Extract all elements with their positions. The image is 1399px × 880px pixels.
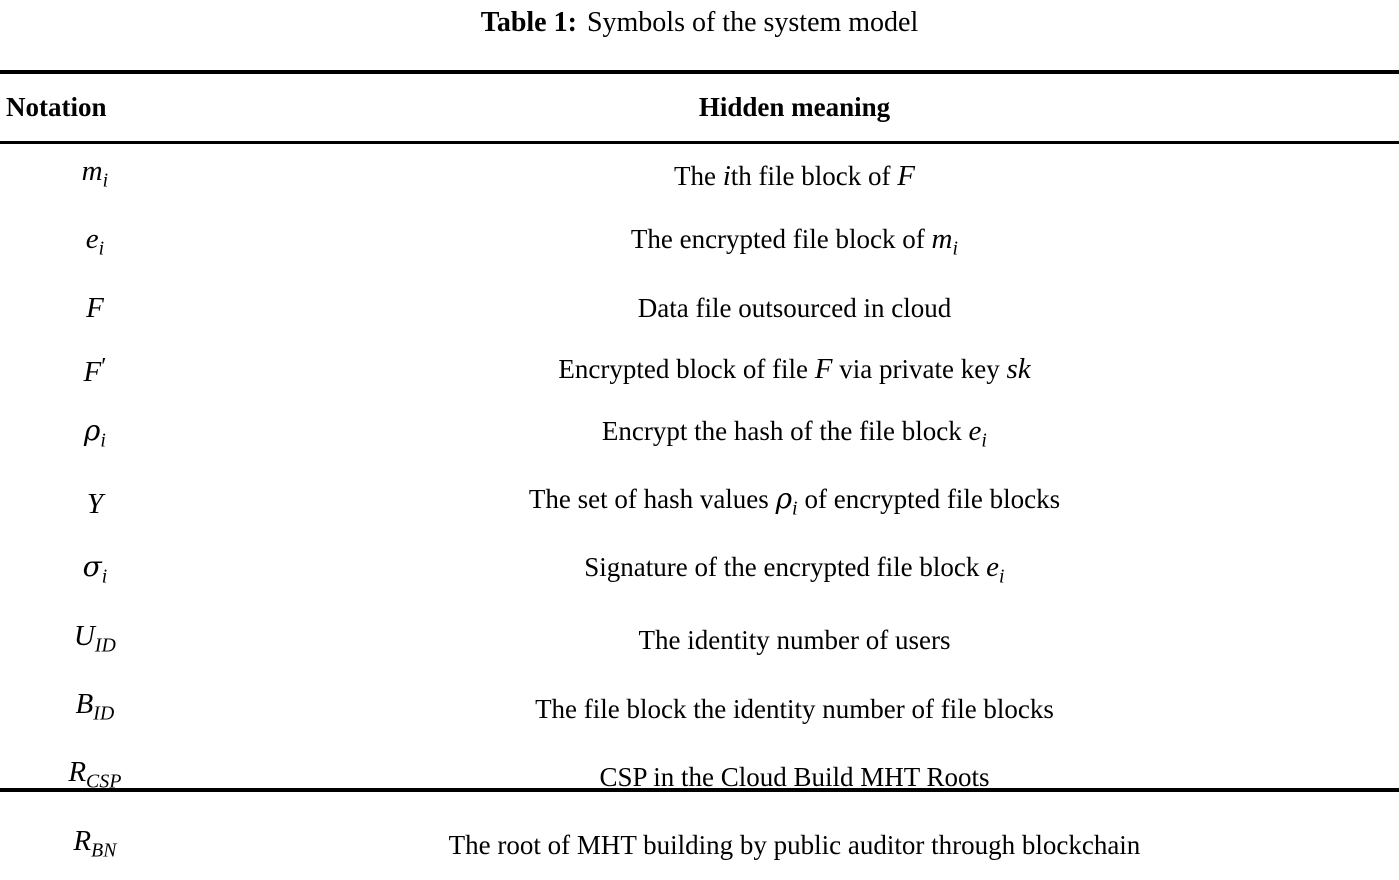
table-row: UID The identity number of users [0, 607, 1399, 675]
meaning-math: F [814, 353, 833, 386]
table-row: RCSP CSP in the Cloud Build MHT Roots [0, 743, 1399, 811]
table-caption: Table 1: Symbols of the system model [0, 4, 1399, 42]
meaning-cell: Signature of the encrypted file block ei [190, 538, 1399, 606]
table-row: ρi Encrypt the hash of the file block ei [0, 402, 1399, 470]
caption-label: Table 1: [480, 7, 577, 38]
notation-subscript: CSP [86, 770, 122, 793]
notation-base: σ [82, 550, 102, 584]
notation-base: m [81, 155, 103, 187]
table-header-row: Notation Hidden meaning [0, 76, 1399, 138]
caption-text: Symbols of the system model [586, 7, 919, 38]
notation-base: Y [86, 487, 104, 520]
table-bottom-rule [0, 788, 1399, 792]
meaning-math: ρ [775, 482, 793, 516]
notation-base: F [86, 291, 104, 324]
meaning-cell: The set of hash values ρi of encrypted f… [190, 470, 1399, 538]
notation-subscript: i [100, 429, 107, 452]
meaning-math-subscript: i [999, 565, 1005, 588]
meaning-part: The set of hash values [528, 484, 776, 515]
meaning-part: The root of MHT building by public audit… [448, 830, 1141, 861]
notation-base: F [83, 355, 102, 388]
meaning-part: The [674, 160, 723, 191]
table-row: BID The file block the identity number o… [0, 675, 1399, 743]
meaning-part: Encrypted block of file [558, 354, 815, 385]
notation-base: B [75, 687, 94, 720]
table-row: Y The set of hash values ρi of encrypted… [0, 470, 1399, 538]
meaning-cell: The encrypted file block of mi [190, 210, 1399, 278]
meaning-math: F [897, 159, 915, 192]
notation-cell: BID [0, 675, 190, 743]
notation-subscript: BN [91, 838, 117, 861]
meaning-cell: The root of MHT building by public audit… [190, 812, 1399, 880]
table-row: F′ Encrypted block of file F via private… [0, 338, 1399, 402]
meaning-part: of encrypted file blocks [797, 484, 1061, 515]
meaning-part: th file block of [730, 160, 898, 191]
meaning-part: The file block the identity number of fi… [535, 693, 1054, 724]
notation-base: e [85, 223, 99, 256]
notation-cell: Y [0, 470, 190, 538]
prime-mark: ′ [101, 353, 107, 380]
meaning-math: e [986, 551, 1000, 584]
meaning-cell: The file block the identity number of fi… [190, 675, 1399, 743]
table-top-rule [0, 70, 1399, 74]
notation-subscript: i [98, 237, 105, 260]
table-header-rule [0, 141, 1399, 144]
table-row: F Data file outsourced in cloud [0, 279, 1399, 338]
notation-subscript: ID [94, 633, 117, 656]
meaning-cell: CSP in the Cloud Build MHT Roots [190, 743, 1399, 811]
meaning-math-subscript: i [952, 237, 959, 260]
notation-subscript: ID [93, 702, 115, 725]
notation-cell: mi [0, 138, 190, 210]
meaning-part: via private key [832, 354, 1007, 385]
meaning-part: Encrypt the hash of the file block [601, 415, 969, 446]
notation-cell: σi [0, 538, 190, 606]
meaning-cell: The ith file block of F [190, 138, 1399, 210]
meaning-math: sk [1006, 353, 1031, 386]
notation-subscript: i [101, 565, 108, 588]
meaning-math: i [722, 159, 731, 192]
meaning-math-subscript: i [981, 429, 988, 452]
notation-cell: F [0, 279, 190, 338]
symbols-table: Notation Hidden meaning mi The ith file … [0, 76, 1399, 880]
table-figure: Table 1: Symbols of the system model Nota… [0, 4, 1399, 861]
notation-subscript: i [102, 169, 109, 192]
notation-cell: F′ [0, 338, 190, 402]
column-header-notation: Notation [6, 92, 107, 122]
meaning-cell: Data file outsourced in cloud [190, 279, 1399, 338]
notation-base: U [73, 619, 95, 652]
notation-cell: RBN [0, 812, 190, 880]
table-row: RBN The root of MHT building by public a… [0, 812, 1399, 880]
notation-base: R [73, 824, 92, 857]
meaning-math: e [968, 414, 982, 447]
table-row: ei The encrypted file block of mi [0, 210, 1399, 278]
meaning-part: The identity number of users [638, 625, 951, 656]
notation-base: ρ [83, 413, 101, 447]
notation-cell: ρi [0, 402, 190, 470]
meaning-cell: Encrypted block of file F via private ke… [190, 338, 1399, 402]
notation-cell: UID [0, 607, 190, 675]
notation-cell: RCSP [0, 743, 190, 811]
meaning-cell: Encrypt the hash of the file block ei [190, 402, 1399, 470]
meaning-cell: The identity number of users [190, 607, 1399, 675]
notation-base: R [68, 756, 87, 789]
meaning-math-subscript: i [792, 497, 798, 520]
table-row: σi Signature of the encrypted file block… [0, 538, 1399, 606]
meaning-part: Data file outsourced in cloud [637, 292, 952, 323]
table-header-row-group: Notation Hidden meaning [0, 76, 1399, 138]
meaning-part: The encrypted file block of [630, 224, 932, 255]
table-body: mi The ith file block of F ei The encryp… [0, 138, 1399, 880]
table-row: mi The ith file block of F [0, 138, 1399, 210]
meaning-part: CSP in the Cloud Build MHT Roots [599, 761, 990, 792]
meaning-math: m [931, 223, 953, 256]
column-header-meaning: Hidden meaning [698, 92, 891, 122]
notation-cell: ei [0, 210, 190, 278]
meaning-part: Signature of the encrypted file block [584, 552, 987, 583]
